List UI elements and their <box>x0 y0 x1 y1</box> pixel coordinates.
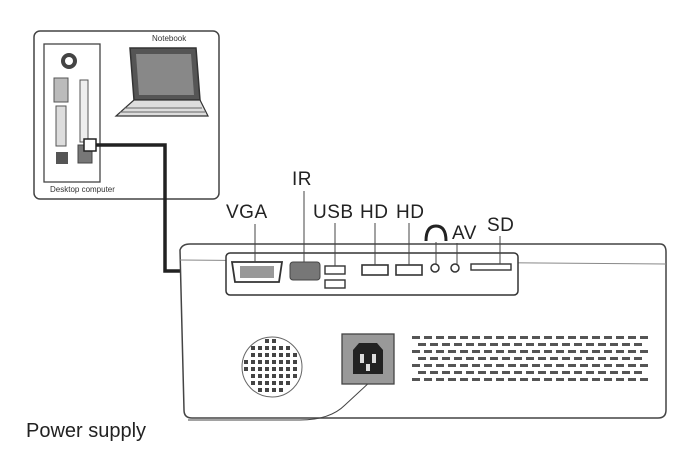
av-jack <box>450 263 460 273</box>
usb-label: USB <box>313 202 354 223</box>
sd-label: SD <box>487 215 515 236</box>
vga-port <box>230 261 284 283</box>
hd-label-2: HD <box>396 202 425 223</box>
headphone-icon <box>424 224 448 242</box>
leader-lines <box>188 191 501 421</box>
hd-port-2 <box>395 264 423 276</box>
notebook-label: Notebook <box>152 34 187 43</box>
vga-label: VGA <box>226 202 268 223</box>
ir-receiver <box>289 261 321 281</box>
vent-grille <box>412 336 648 381</box>
av-label: AV <box>452 223 477 244</box>
desktop-label: Desktop computer <box>50 185 115 194</box>
vga-plug <box>83 138 97 152</box>
ir-label: IR <box>292 169 312 190</box>
notebook-laptop <box>114 47 209 117</box>
power-socket <box>341 333 395 385</box>
hd-port-1 <box>361 264 389 276</box>
sd-slot <box>470 263 512 271</box>
desktop-tower <box>43 43 101 183</box>
hd-label-1: HD <box>360 202 389 223</box>
speaker-grille <box>241 336 303 398</box>
headphone-jack <box>430 263 440 273</box>
power-supply-label: Power supply <box>26 420 147 442</box>
